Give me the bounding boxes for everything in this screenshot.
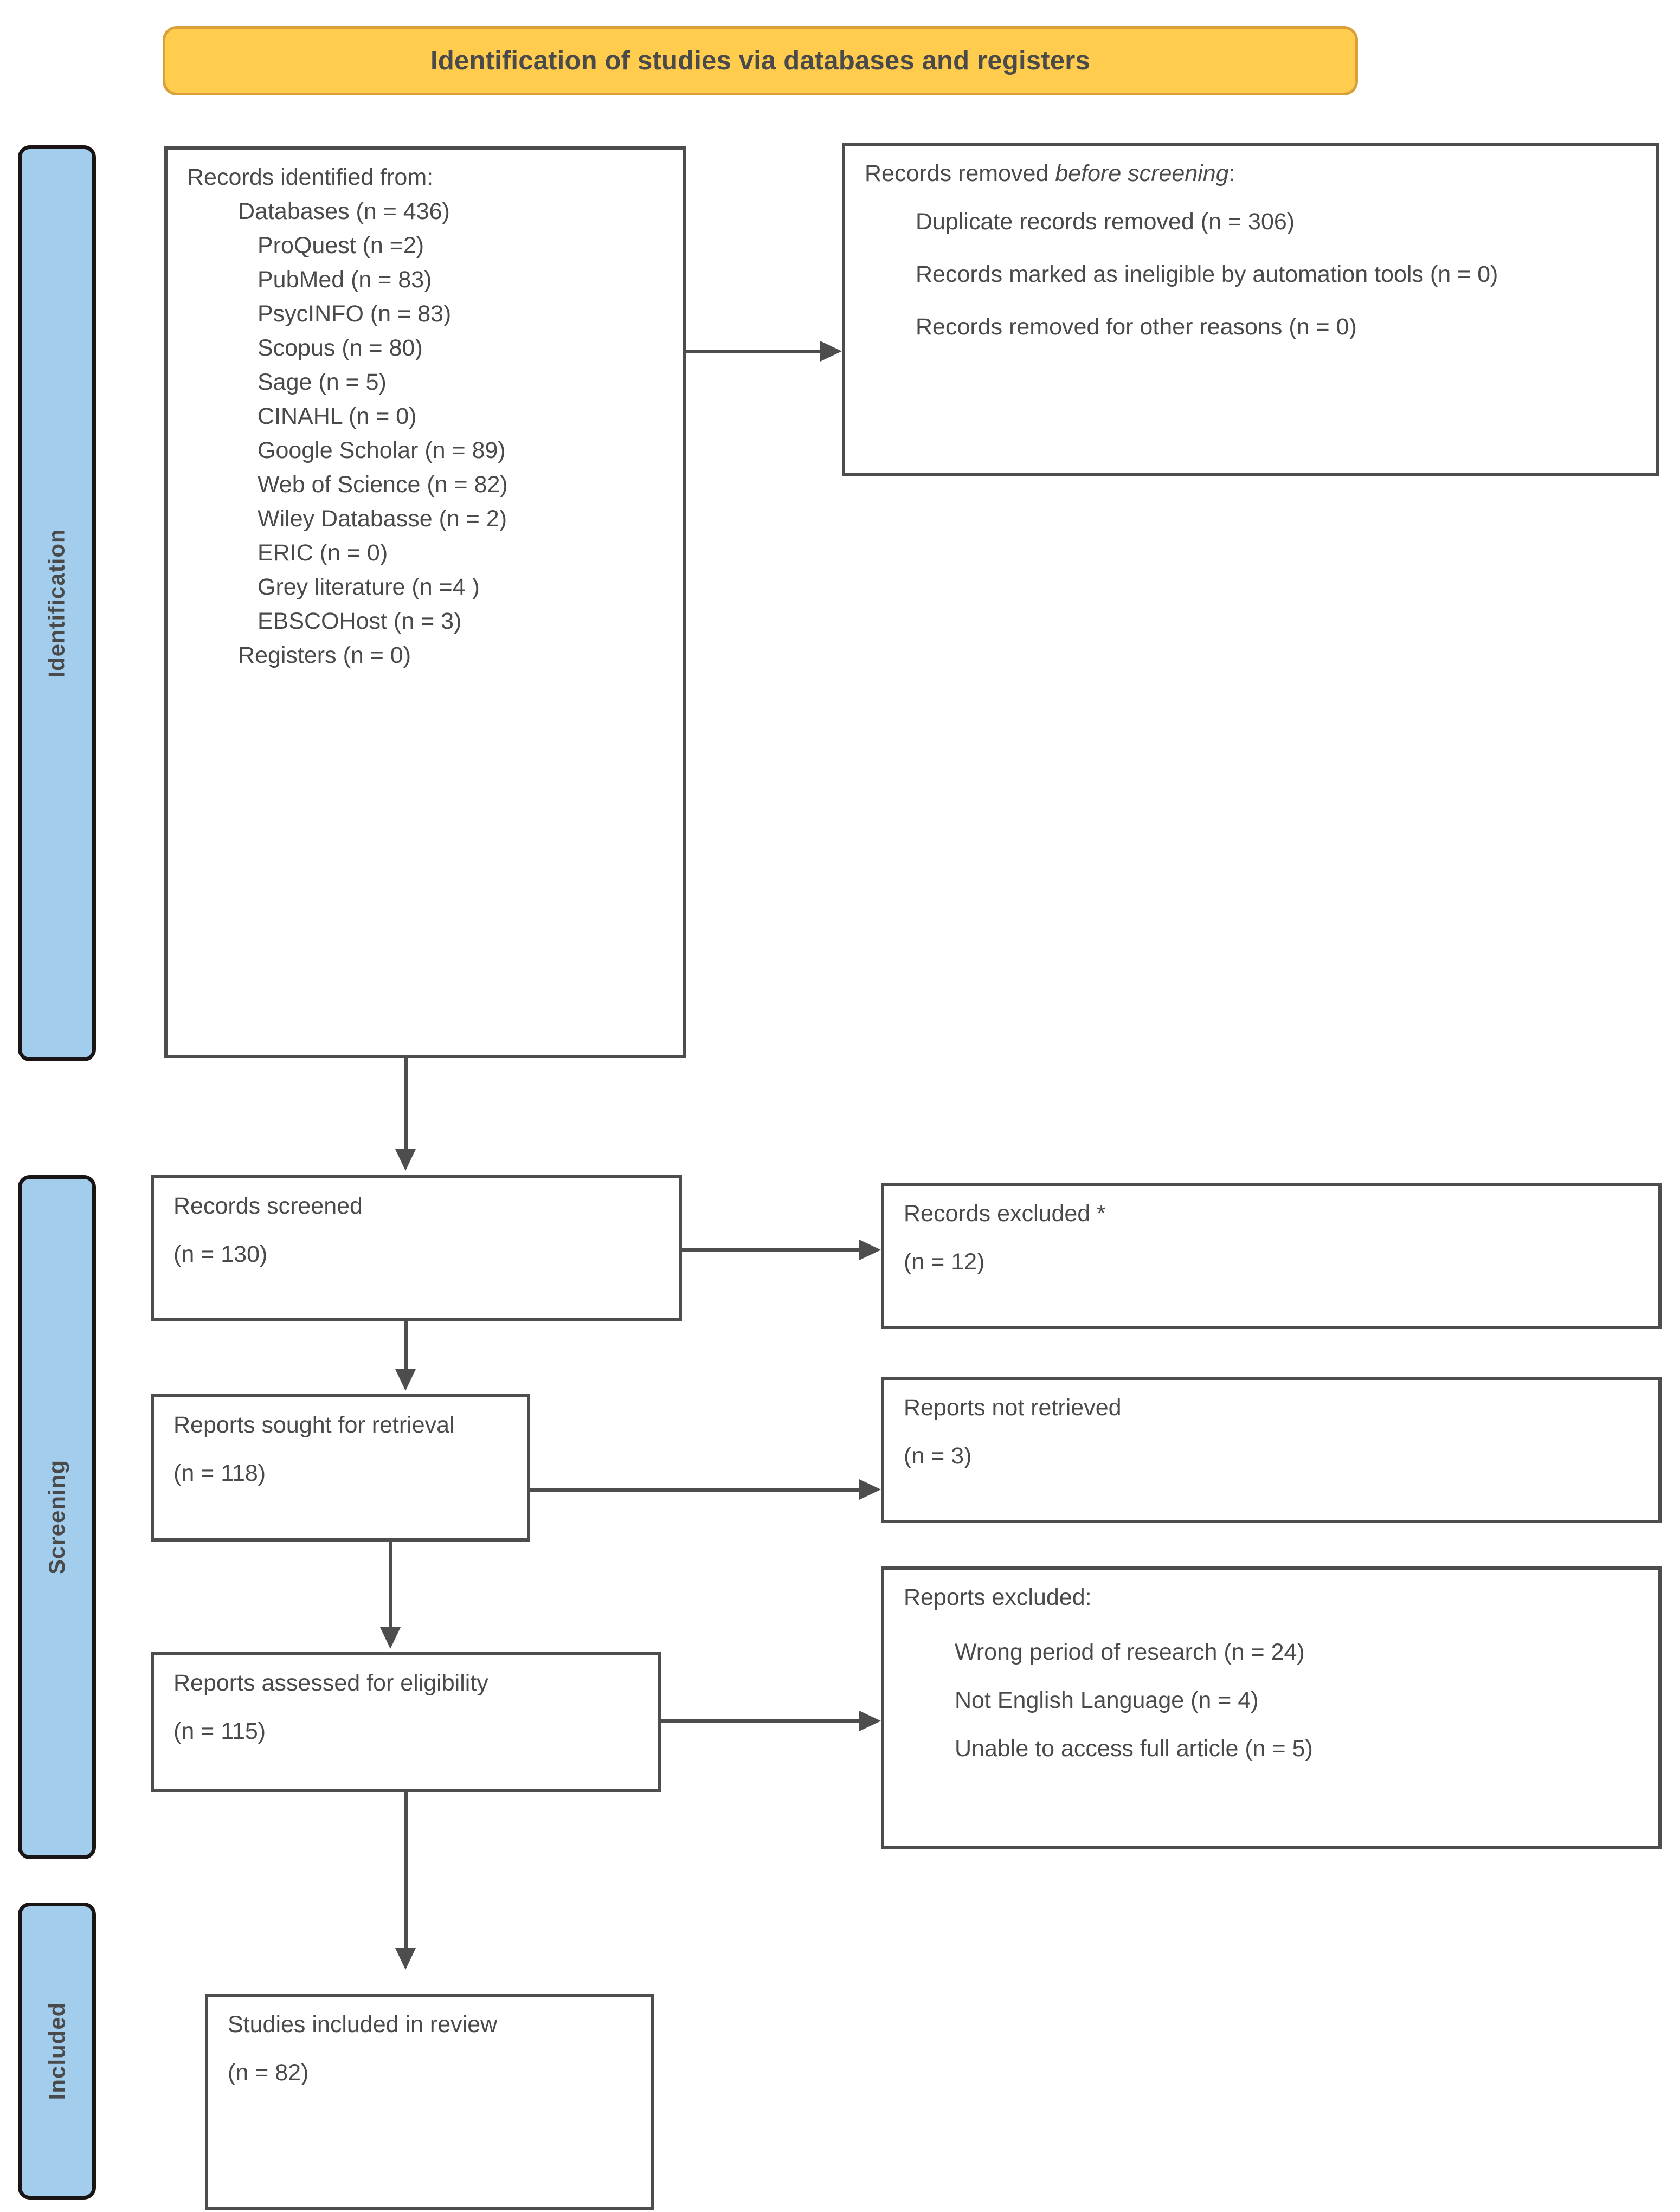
arrowhead-sought-to-notretrieved bbox=[859, 1479, 881, 1500]
line-records-identified-from: Records identified from: bbox=[187, 164, 434, 190]
banner-title: Identification of studies via databases … bbox=[430, 46, 1090, 75]
line-psycinfo: PsycINFO (n = 83) bbox=[258, 301, 452, 327]
connector-screened-to-excluded bbox=[682, 1248, 861, 1252]
heading-records-removed: Records removed before screening: bbox=[865, 162, 1637, 185]
heading-reports-excluded: Reports excluded: bbox=[904, 1584, 1092, 1610]
stage-identification-text: Identification bbox=[44, 528, 69, 678]
stage-label-included: Included bbox=[18, 1903, 96, 2200]
label-records-excluded: Records excluded * bbox=[904, 1201, 1106, 1227]
label-studies-included: Studies included in review bbox=[228, 2011, 498, 2037]
arrowhead-screened-to-sought bbox=[395, 1369, 416, 1391]
box-records-removed-before-screening: Records removed before screening: Duplic… bbox=[842, 143, 1659, 476]
count-records-excluded: (n = 12) bbox=[904, 1249, 985, 1275]
line-ebscohost: EBSCOHost (n = 3) bbox=[258, 608, 462, 634]
reason-wrong-period: Wrong period of research (n = 24) bbox=[955, 1639, 1305, 1665]
label-reports-sought: Reports sought for retrieval bbox=[173, 1412, 455, 1438]
stage-included-text: Included bbox=[44, 2002, 69, 2100]
arrowhead-screened-to-excluded bbox=[859, 1240, 881, 1260]
line-google-scholar: Google Scholar (n = 89) bbox=[258, 437, 506, 463]
box-records-excluded: Records excluded * (n = 12) bbox=[881, 1183, 1662, 1329]
arrowhead-identified-to-removed bbox=[820, 341, 842, 362]
connector-eligibility-to-included bbox=[404, 1792, 408, 1949]
count-reports-sought: (n = 118) bbox=[173, 1460, 266, 1486]
line-removed-other-reasons: Records removed for other reasons (n = 0… bbox=[916, 314, 1357, 340]
line-wiley-database: Wiley Databasse (n = 2) bbox=[258, 506, 507, 532]
connector-screened-to-sought bbox=[404, 1321, 408, 1370]
box-studies-included-in-review: Studies included in review (n = 82) bbox=[205, 1994, 654, 2210]
line-scopus: Scopus (n = 80) bbox=[258, 335, 423, 361]
connector-identified-to-screened bbox=[404, 1058, 408, 1150]
line-web-of-science: Web of Science (n = 82) bbox=[258, 472, 508, 498]
connector-eligibility-to-reportsexcl bbox=[661, 1719, 861, 1723]
arrowhead-eligibility-to-included bbox=[395, 1948, 416, 1970]
label-records-screened: Records screened bbox=[173, 1193, 363, 1219]
arrowhead-sought-to-eligibility bbox=[380, 1627, 401, 1649]
count-studies-included: (n = 82) bbox=[228, 2060, 309, 2086]
arrowhead-eligibility-to-reportsexcl bbox=[859, 1711, 881, 1731]
box-reports-not-retrieved: Reports not retrieved (n = 3) bbox=[881, 1377, 1662, 1523]
count-records-screened: (n = 130) bbox=[173, 1241, 268, 1267]
connector-identified-to-removed bbox=[686, 350, 821, 353]
reason-unable-access: Unable to access full article (n = 5) bbox=[955, 1736, 1313, 1762]
stage-label-screening: Screening bbox=[18, 1175, 96, 1859]
label-reports-not-retrieved: Reports not retrieved bbox=[904, 1395, 1122, 1421]
heading-records-removed-suffix: : bbox=[1228, 160, 1235, 186]
arrowhead-identified-to-screened bbox=[395, 1149, 416, 1171]
box-reports-assessed-for-eligibility: Reports assessed for eligibility (n = 11… bbox=[151, 1652, 661, 1792]
line-registers: Registers (n = 0) bbox=[238, 642, 411, 668]
box-records-screened: Records screened (n = 130) bbox=[151, 1175, 682, 1321]
connector-sought-to-notretrieved bbox=[530, 1488, 861, 1492]
count-reports-eligibility: (n = 115) bbox=[173, 1718, 266, 1744]
stage-label-identification: Identification bbox=[18, 145, 96, 1061]
count-reports-not-retrieved: (n = 3) bbox=[904, 1443, 972, 1469]
line-sage: Sage (n = 5) bbox=[258, 369, 387, 395]
reason-not-english: Not English Language (n = 4) bbox=[955, 1687, 1259, 1713]
box-reports-excluded: Reports excluded: Wrong period of resear… bbox=[881, 1566, 1662, 1849]
line-ineligible-automation-tools: Records marked as ineligible by automati… bbox=[916, 261, 1498, 287]
heading-records-removed-italic: before screening bbox=[1055, 160, 1229, 186]
box-reports-sought-for-retrieval: Reports sought for retrieval (n = 118) bbox=[151, 1394, 530, 1542]
connector-sought-to-eligibility bbox=[389, 1542, 392, 1628]
stage-screening-text: Screening bbox=[44, 1459, 70, 1575]
line-duplicate-records-removed: Duplicate records removed (n = 306) bbox=[916, 209, 1295, 235]
line-pubmed: PubMed (n = 83) bbox=[258, 267, 432, 293]
box-records-identified: Records identified from: Databases (n = … bbox=[164, 146, 686, 1058]
banner-identification-header: Identification of studies via databases … bbox=[163, 26, 1358, 95]
line-grey-literature: Grey literature (n =4 ) bbox=[258, 574, 480, 600]
line-proquest: ProQuest (n =2) bbox=[258, 233, 424, 259]
line-eric: ERIC (n = 0) bbox=[258, 540, 388, 566]
line-cinahl: CINAHL (n = 0) bbox=[258, 403, 417, 429]
line-databases: Databases (n = 436) bbox=[238, 198, 450, 224]
label-reports-eligibility: Reports assessed for eligibility bbox=[173, 1670, 488, 1696]
heading-records-removed-prefix: Records removed bbox=[865, 160, 1055, 186]
